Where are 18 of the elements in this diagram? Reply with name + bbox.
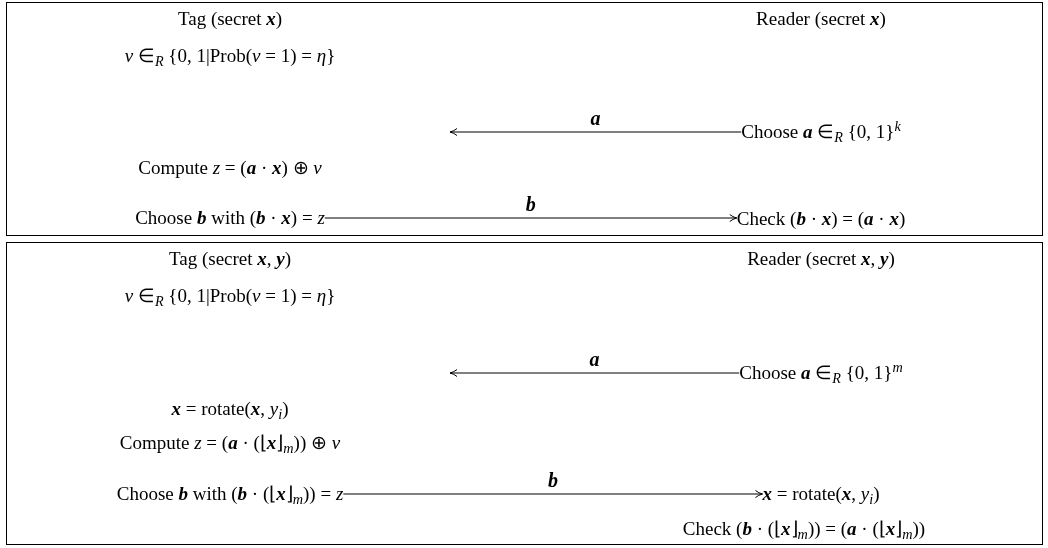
protocol-step: x = rotate(x, y$_{i}$): [762, 482, 880, 506]
protocol-step: Choose a ∈$_{R}$ {0, 1}$^{m}$: [739, 361, 903, 385]
protocol-step: Choose b with (b · (⌊x⌋$_{m}$)) = z: [116, 482, 344, 506]
protocol-step: Tag (secret x): [177, 7, 283, 31]
protocol-step: Check (b · x) = (a · x): [736, 207, 906, 231]
protocol-step: Compute z = (a · (⌊x⌋$_{m}$)) ⊕ ν: [119, 431, 341, 455]
protocol-step: Choose b with (b · x) = z: [135, 206, 325, 230]
protocol-step: Tag (secret x, y): [168, 247, 292, 271]
panel-frame: [6, 242, 1043, 545]
protocol-step: Reader (secret x, y): [747, 247, 895, 271]
protocol-step: Compute z = (a · x) ⊕ ν: [138, 156, 322, 180]
protocol-step: ν ∈$_{R}$ {0, 1|Prob(ν = 1) = η}: [124, 284, 336, 308]
protocol-step: ν ∈$_{R}$ {0, 1|Prob(ν = 1) = η}: [124, 44, 336, 68]
protocol-step: Reader (secret x): [756, 7, 886, 31]
protocol-step: Check (b · (⌊x⌋$_{m}$)) = (a · (⌊x⌋$_{m}$)): [682, 517, 926, 541]
panel-frame: [6, 2, 1043, 236]
protocol-step: Choose a ∈$_{R}$ {0, 1}$^{k}$: [741, 120, 901, 144]
protocol-step: x = rotate(x, y$_{i}$): [171, 397, 289, 421]
